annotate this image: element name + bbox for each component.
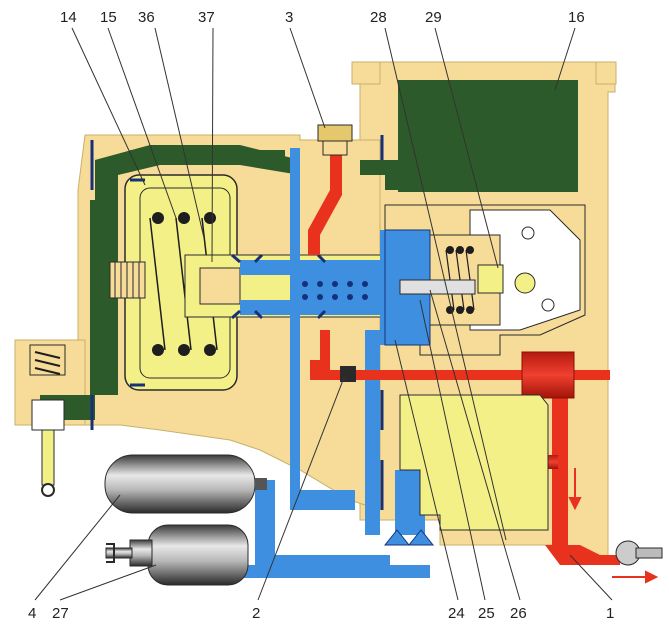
inner-spring — [302, 281, 368, 300]
label-15: 15 — [100, 9, 117, 26]
label-1: 1 — [606, 605, 614, 622]
label-2: 2 — [252, 605, 260, 622]
label-24: 24 — [448, 605, 465, 622]
adjust-knob — [514, 272, 536, 294]
output-block — [521, 351, 575, 399]
seals — [90, 135, 384, 510]
label-37: 37 — [198, 9, 215, 26]
label-36: 36 — [138, 9, 155, 26]
exhaust-passages — [40, 80, 578, 420]
label-14: 14 — [60, 9, 77, 26]
lower-chamber — [399, 394, 549, 531]
relay-valve-block — [384, 204, 586, 356]
label-16: 16 — [568, 9, 585, 26]
drain-valve — [29, 344, 66, 497]
pipe-fittings — [383, 529, 435, 546]
brake-chamber-27 — [105, 524, 249, 586]
valve-stem — [399, 279, 476, 295]
inlet-fitting-3 — [317, 124, 353, 156]
check-valve-2 — [340, 366, 356, 382]
mount-tab-right — [595, 61, 617, 85]
mount-tab-left — [351, 61, 381, 85]
leader-lines — [34, 27, 613, 601]
label-4: 4 — [28, 605, 36, 622]
reservoir-16 — [398, 80, 578, 192]
label-28: 28 — [370, 9, 387, 26]
callout-labels: 14 15 36 37 3 28 29 16 4 27 2 24 25 26 1 — [28, 9, 614, 622]
outlet-tap-1 — [615, 540, 663, 566]
label-3: 3 — [285, 9, 293, 26]
label-27: 27 — [52, 605, 69, 622]
red-delivery-lines — [308, 150, 620, 565]
label-29: 29 — [425, 9, 442, 26]
label-25: 25 — [478, 605, 495, 622]
air-tank-4 — [104, 454, 267, 514]
label-26: 26 — [510, 605, 527, 622]
